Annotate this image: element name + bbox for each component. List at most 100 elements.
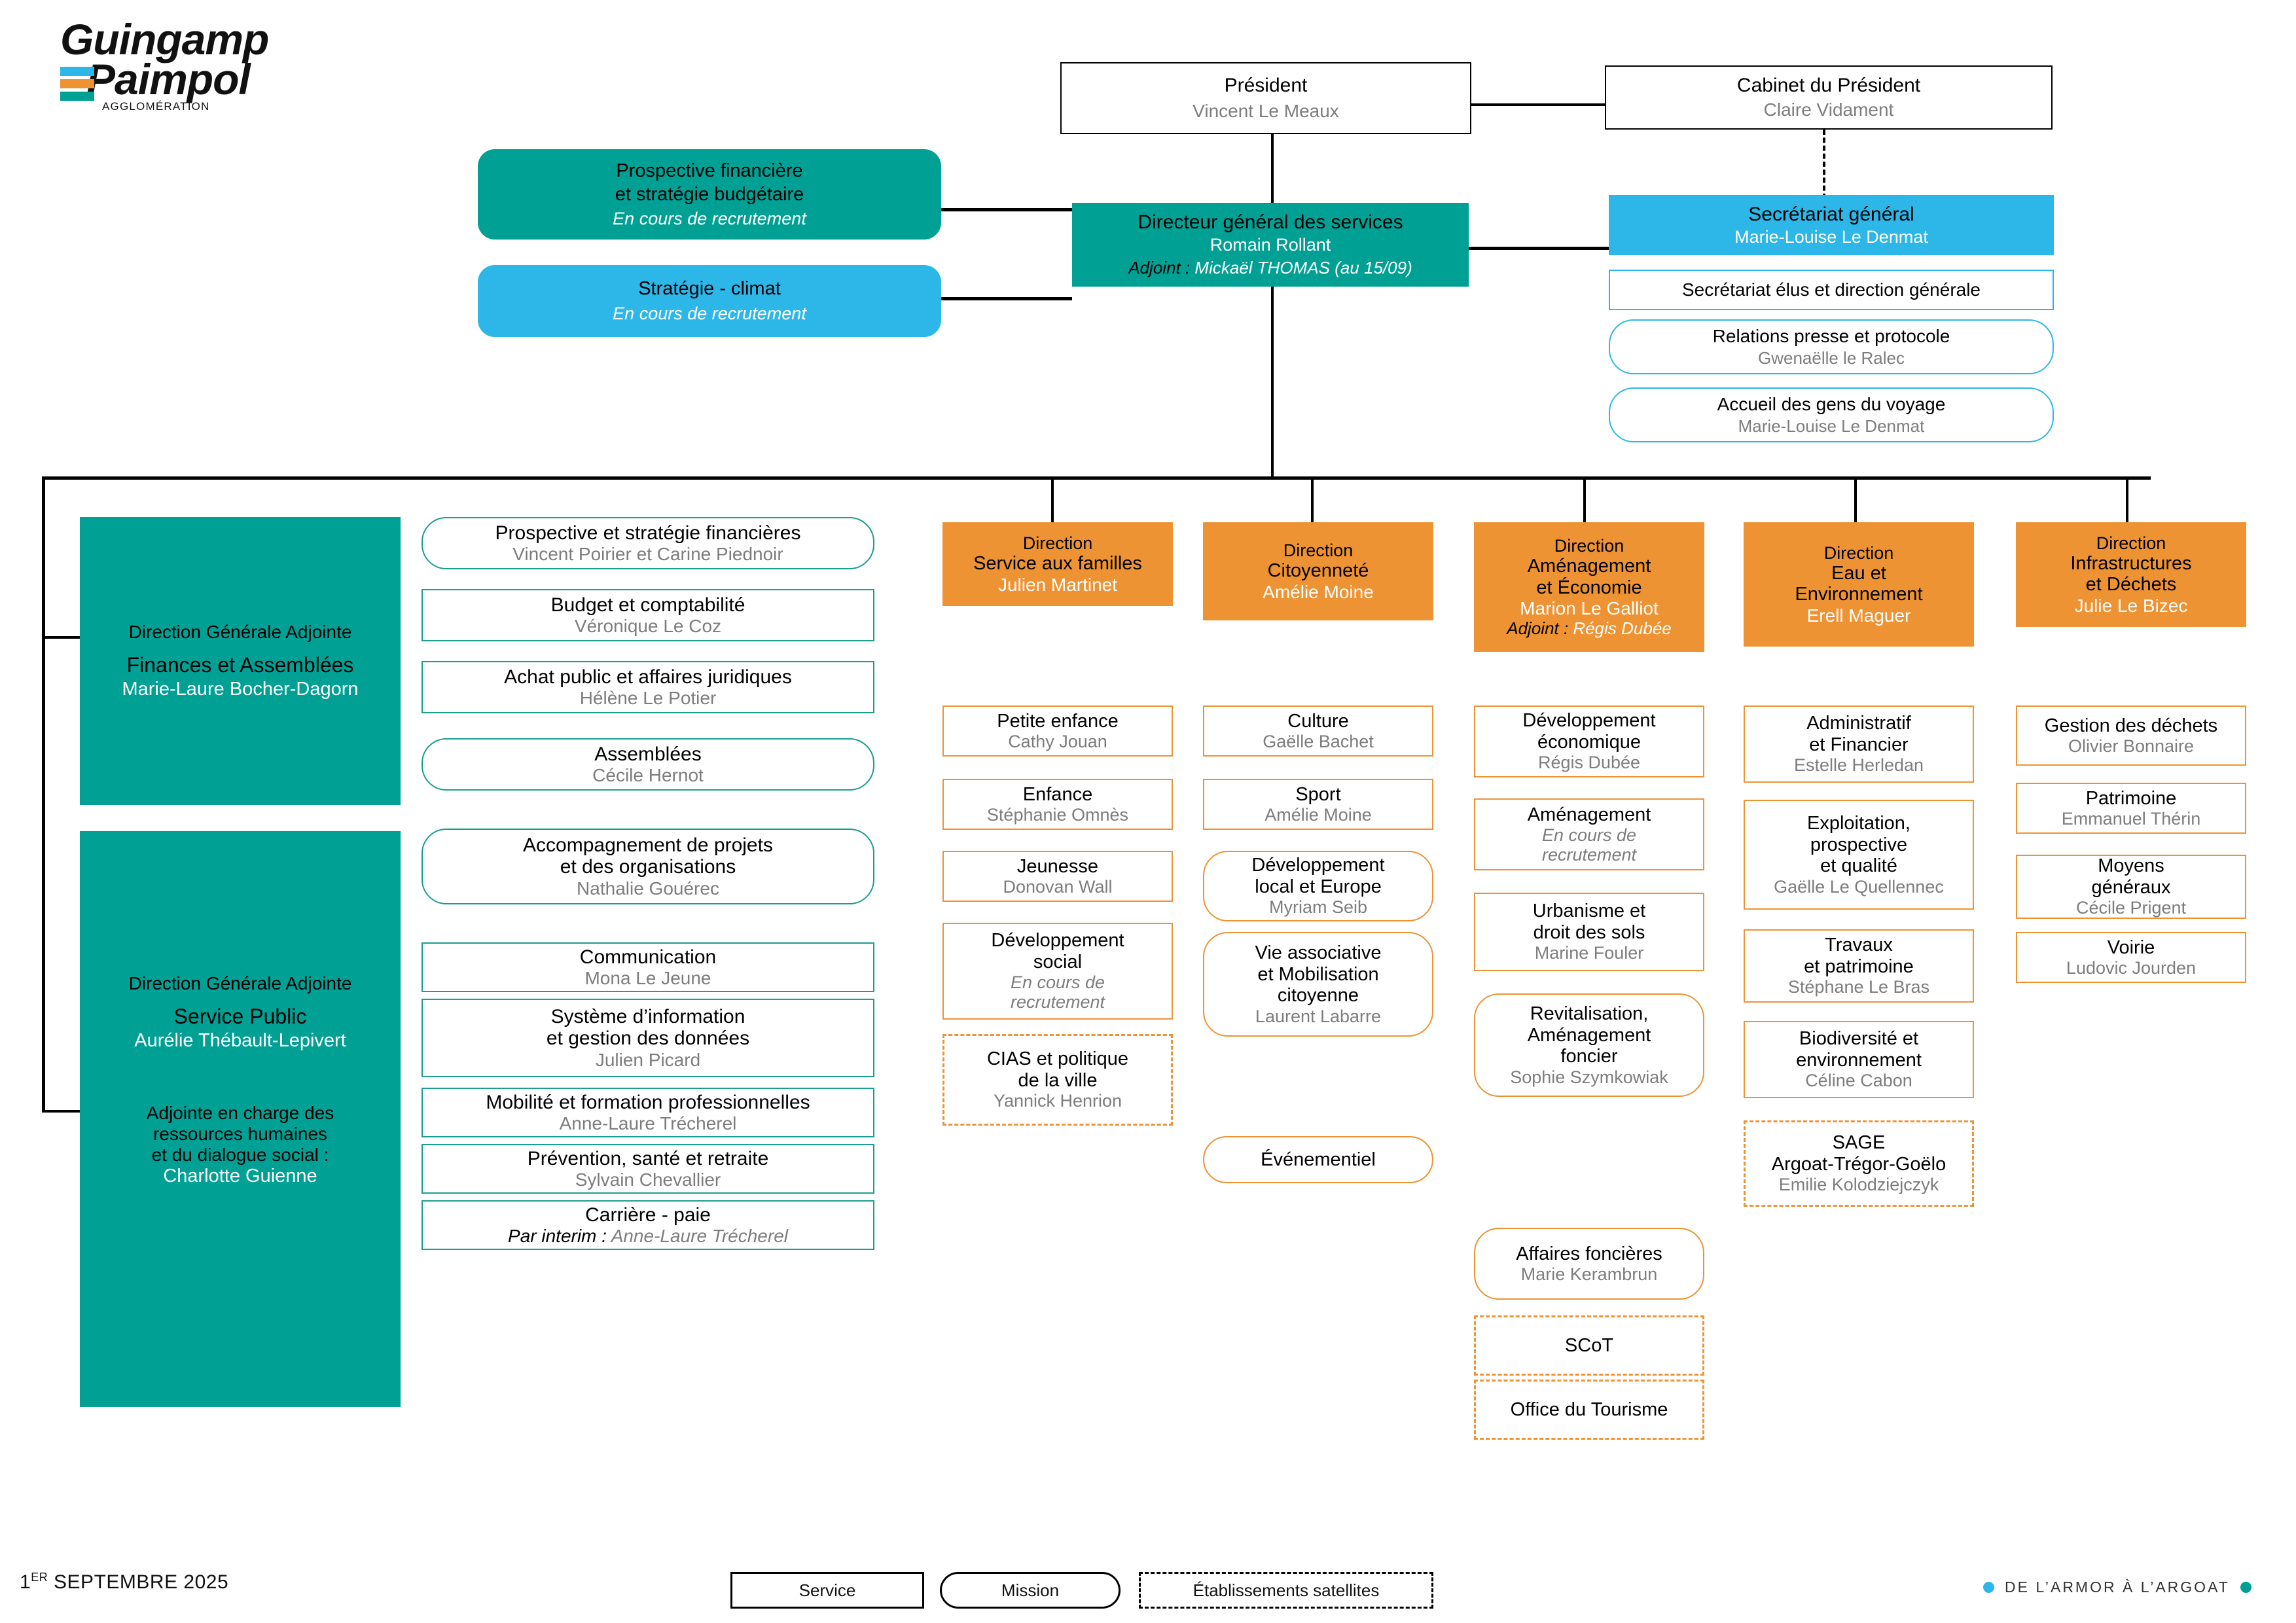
- teal-service-9-title: Carrière - paie: [585, 1204, 711, 1226]
- direction-2-item-6[interactable]: Office du Tourisme: [1474, 1380, 1704, 1440]
- direction-1-item-3-title-line-2: citoyenne: [1277, 985, 1359, 1007]
- direction-4-item-2-title-line-1: généraux: [2091, 876, 2171, 898]
- legend-mission: Mission: [940, 1572, 1121, 1609]
- box-accueil-gens-voyage[interactable]: Accueil des gens du voyage Marie-Louise …: [1609, 387, 2054, 442]
- sg-name: Marie-Louise Le Denmat: [1734, 226, 1928, 247]
- direction-2-item-2-title-line-0: Urbanisme et: [1532, 901, 1646, 922]
- direction-2-item-3-name: Sophie Szymkowiak: [1510, 1067, 1668, 1087]
- direction-2-item-1-title: Aménagement: [1527, 804, 1651, 825]
- box-secretariat-elus[interactable]: Secrétariat élus et direction générale: [1609, 270, 2054, 310]
- direction-1-item-4[interactable]: Événementiel: [1203, 1136, 1433, 1183]
- line-president-dgs: [1271, 134, 1274, 209]
- box-relations-presse[interactable]: Relations presse et protocole Gwenaëlle …: [1609, 319, 2054, 374]
- box-strategie-climat[interactable]: Stratégie - climat En cours de recruteme…: [478, 265, 941, 337]
- dgs-deputy-label: Adjoint :: [1128, 258, 1195, 277]
- sg-child-1-title: Relations presse et protocole: [1712, 325, 1950, 346]
- sg-child-2-title: Accueil des gens du voyage: [1717, 393, 1946, 414]
- direction-1-name: Amélie Moine: [1263, 581, 1374, 602]
- direction-4-item-2-title-line-0: Moyens: [2098, 855, 2164, 877]
- box-secretariat-general[interactable]: Secrétariat général Marie-Louise Le Denm…: [1609, 195, 2054, 255]
- direction-3-item-0-title-line-0: Administratif: [1806, 713, 1911, 734]
- box-directeur-general-services[interactable]: Directeur général des services Romain Ro…: [1072, 203, 1469, 287]
- box-dga-service-public[interactable]: Direction Générale Adjointe Service Publ…: [80, 831, 401, 1407]
- dgs-deputy-name: Mickaël THOMAS (au 15/09): [1194, 258, 1412, 277]
- tagline-dot-teal: [2240, 1582, 2251, 1593]
- direction-3-item-0-title-line-1: et Financier: [1809, 734, 1909, 755]
- box-cabinet-president[interactable]: Cabinet du Président Claire Vidament: [1605, 65, 2053, 130]
- logo-line-paimpol: Paimpol: [86, 54, 251, 103]
- teal-service-7-title: Mobilité et formation professionnelles: [486, 1091, 810, 1113]
- direction-1-item-2-name: Myriam Seib: [1268, 897, 1368, 918]
- direction-4-item-0-name: Olivier Bonnaire: [2068, 736, 2195, 757]
- teal-service-9-prefix: Par interim :: [508, 1226, 611, 1247]
- direction-2-item-5[interactable]: SCoT: [1474, 1315, 1704, 1376]
- direction-0-item-0-title: Petite enfance: [997, 710, 1119, 732]
- legend-satellites: Établissements satellites: [1139, 1572, 1433, 1609]
- direction-2-item-0-title-line-1: économique: [1537, 731, 1641, 753]
- box-dga-finances-assemblees[interactable]: Direction Générale Adjointe Finances et …: [80, 517, 401, 805]
- direction-2-deputy-name: Régis Dubée: [1573, 618, 1672, 638]
- line-bus-left-vertical: [42, 476, 45, 1111]
- footer-date-rest: SEPTEMBRE 2025: [48, 1571, 229, 1593]
- prospective-status: En cours de recrutement: [613, 208, 806, 228]
- dga2-heading: Direction Générale Adjointe: [128, 972, 352, 993]
- teal-service-5-title: Communication: [579, 946, 717, 968]
- direction-1-item-3-title-line-1: et Mobilisation: [1257, 963, 1379, 985]
- teal-service-8-name: Sylvain Chevallier: [575, 1169, 721, 1190]
- box-president[interactable]: Président Vincent Le Meaux: [1060, 62, 1471, 134]
- box-prospective-financiere[interactable]: Prospective financière et stratégie budg…: [478, 149, 941, 240]
- direction-2-item-3-title-line-2: foncier: [1560, 1046, 1618, 1067]
- direction-0-title: Service aux familles: [973, 553, 1142, 575]
- direction-1-item-1-title: Sport: [1295, 783, 1341, 805]
- line-dgs-secretariat: [1468, 247, 1609, 250]
- line-climat-dgs: [941, 297, 1072, 300]
- teal-service-2-name: Hélène Le Potier: [579, 688, 717, 709]
- direction-3-item-0-name: Estelle Herledan: [1793, 755, 1924, 776]
- dgs-name: Romain Rollant: [1210, 235, 1331, 255]
- teal-service-0-title: Prospective et stratégie financières: [495, 522, 801, 544]
- dga2-extra-line2: ressources humaines: [152, 1123, 328, 1144]
- direction-2-deputy: Adjoint : Régis Dubée: [1507, 618, 1672, 638]
- prospective-line1: Prospective financière: [616, 160, 803, 181]
- direction-4-name: Julie Le Bizec: [2074, 595, 2188, 616]
- line-drop-familles: [1051, 476, 1054, 522]
